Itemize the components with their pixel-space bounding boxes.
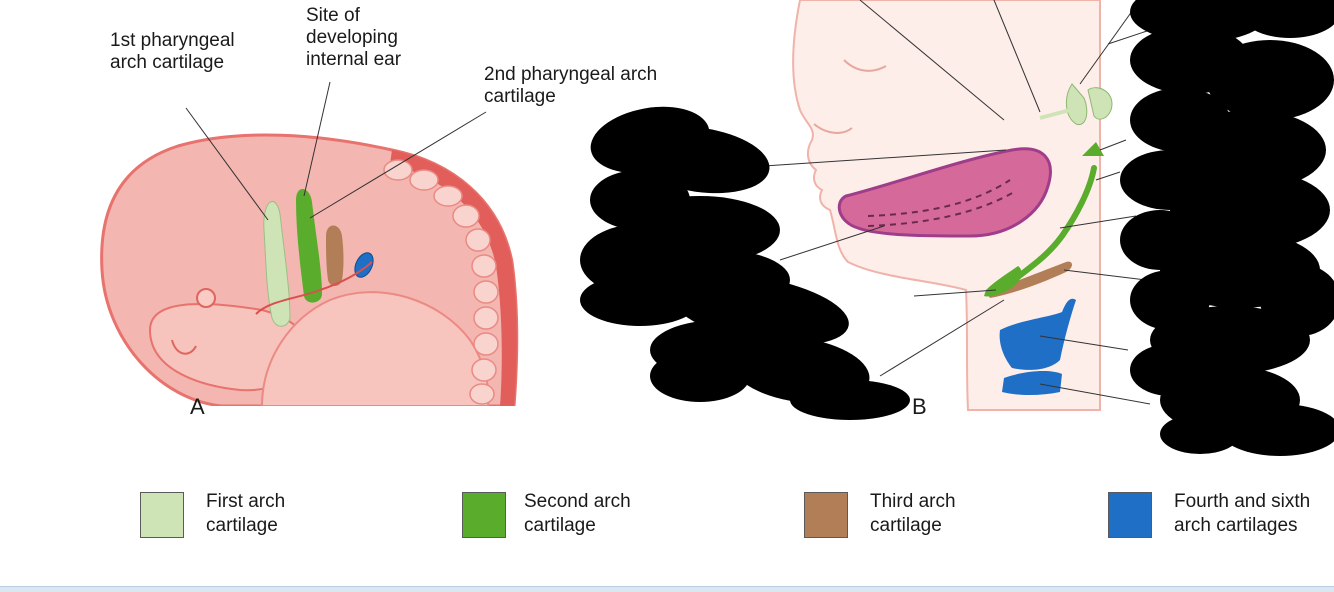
ossicle-malleus [1066, 83, 1088, 126]
label-developing-internal-ear: Site of developing internal ear [306, 5, 402, 70]
bottom-border-bar [0, 586, 1334, 592]
leader-lines-b [763, 0, 1151, 405]
cricoid-cartilage [1002, 371, 1062, 395]
somites [383, 159, 499, 405]
nostril [813, 123, 853, 134]
embryo-illustration [96, 81, 526, 416]
label-2nd-pharyngeal-arch: 2nd pharyngeal arch cartilage [484, 64, 658, 107]
panel-label-a: A [190, 394, 205, 419]
stapes [1082, 142, 1104, 156]
first-arch-cartilage [263, 201, 291, 327]
styloid-process [1011, 165, 1097, 283]
meckel-strand [1039, 108, 1071, 120]
embryo-back-rim [390, 150, 517, 406]
hyoid-green [984, 266, 1022, 297]
mouth-fold [171, 339, 197, 355]
legend-swatch-fourth-sixth-arch [1108, 492, 1152, 538]
arch-grooves [255, 261, 373, 315]
redaction-marks [580, 0, 1334, 456]
thyroid-cartilage [999, 298, 1076, 370]
tongue-dashes [867, 179, 1015, 227]
legend-swatch-second-arch [462, 492, 506, 538]
label-1st-pharyngeal-arch: 1st pharyngeal arch cartilage [110, 30, 235, 73]
leader-lines-a [185, 81, 487, 221]
second-arch-cartilage [296, 188, 322, 303]
crop-mask-a [96, 406, 526, 416]
third-arch-cartilage [326, 225, 344, 286]
panel-label-b: B [912, 394, 927, 419]
eye [196, 288, 216, 308]
closed-eye [843, 59, 887, 72]
legend-swatch-first-arch [140, 492, 184, 538]
legend-swatch-third-arch [804, 492, 848, 538]
ossicle-incus [1087, 87, 1113, 120]
